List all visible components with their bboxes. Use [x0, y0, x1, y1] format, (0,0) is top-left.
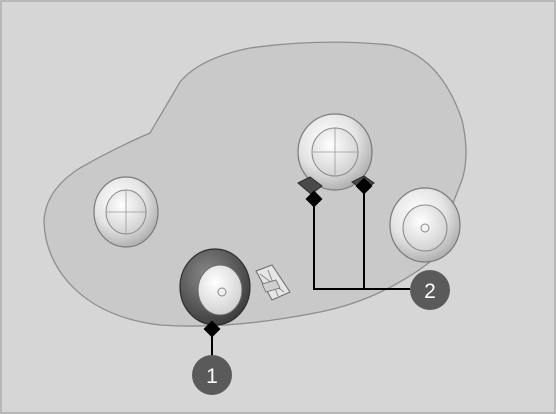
jack-icon: [255, 264, 291, 301]
callout-1-badge: [192, 355, 232, 395]
callout-1-number: 1: [206, 365, 218, 388]
wheel-rear-left: [93, 176, 159, 248]
callout-2-number: 2: [424, 280, 436, 303]
jack-block-left: [297, 176, 323, 195]
callout-1-leader: [203, 320, 221, 356]
wheel-front-right: [389, 187, 461, 263]
callout-2-badge: [410, 270, 450, 310]
callout-2-leader: [305, 177, 410, 290]
callout-1: 1: [192, 355, 232, 395]
callout-2: 2: [410, 270, 450, 310]
wheel-front-left: [179, 248, 251, 326]
wheel-rear-right: [297, 113, 373, 191]
car-body-silhouette: [43, 41, 467, 327]
